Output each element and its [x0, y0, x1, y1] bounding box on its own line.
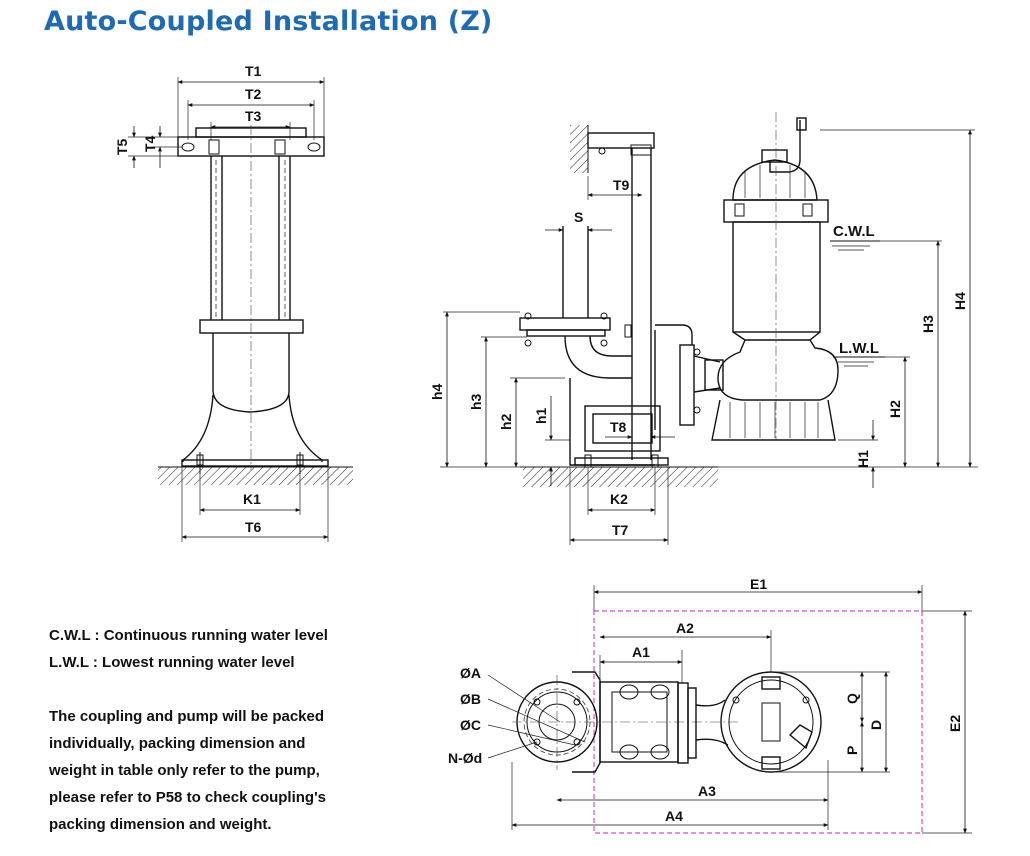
label-S: S [574, 209, 583, 225]
label-H1: H1 [855, 450, 871, 468]
label-T8: T8 [610, 419, 627, 435]
label-E1: E1 [750, 576, 767, 592]
plan-view [487, 585, 972, 834]
label-T3: T3 [245, 108, 262, 124]
label-K1: K1 [243, 491, 261, 507]
label-H2: H2 [887, 400, 903, 418]
label-h4: h4 [429, 383, 445, 400]
label-T4: T4 [142, 135, 158, 152]
label-A2: A2 [676, 620, 694, 636]
label-T6: T6 [245, 519, 262, 535]
legend-lwl: L.W.L : Lowest running water level [49, 654, 295, 671]
label-T5: T5 [114, 138, 130, 155]
label-phiB: ØB [460, 691, 481, 707]
label-T9: T9 [613, 177, 630, 193]
label-Nphid: N-Ød [448, 750, 482, 766]
label-A3: A3 [698, 783, 716, 799]
label-T2: T2 [245, 86, 262, 102]
label-phiC: ØC [460, 717, 481, 733]
note-line-3: weight in table only refer to the pump, [49, 762, 320, 779]
label-K2: K2 [610, 491, 628, 507]
side-view [440, 112, 978, 545]
label-T7: T7 [612, 522, 629, 538]
label-h2: h2 [498, 413, 514, 430]
legend-block: C.W.L : Continuous running water level L… [49, 622, 328, 676]
label-h3: h3 [468, 393, 484, 410]
packing-note: The coupling and pump will be packed ind… [49, 703, 326, 838]
legend-cwl: C.W.L : Continuous running water level [49, 627, 328, 644]
label-A1: A1 [632, 644, 650, 660]
note-line-5: packing dimension and weight. [49, 816, 272, 833]
label-Q: Q [844, 693, 860, 704]
front-view [128, 77, 353, 542]
label-cwl: C.W.L [833, 223, 875, 240]
label-T1: T1 [245, 63, 262, 79]
page-title: Auto-Coupled Installation (Z) [44, 6, 493, 37]
note-line-1: The coupling and pump will be packed [49, 708, 325, 725]
label-A4: A4 [665, 808, 683, 824]
label-h1: h1 [533, 407, 549, 424]
label-phiA: ØA [460, 665, 481, 681]
label-D: D [868, 720, 884, 730]
note-line-2: individually, packing dimension and [49, 735, 306, 752]
label-H4: H4 [952, 292, 968, 310]
label-H3: H3 [920, 315, 936, 333]
note-line-4: please refer to P58 to check coupling's [49, 789, 326, 806]
label-lwl: L.W.L [839, 340, 879, 357]
label-P: P [844, 746, 860, 755]
label-E2: E2 [947, 715, 963, 732]
